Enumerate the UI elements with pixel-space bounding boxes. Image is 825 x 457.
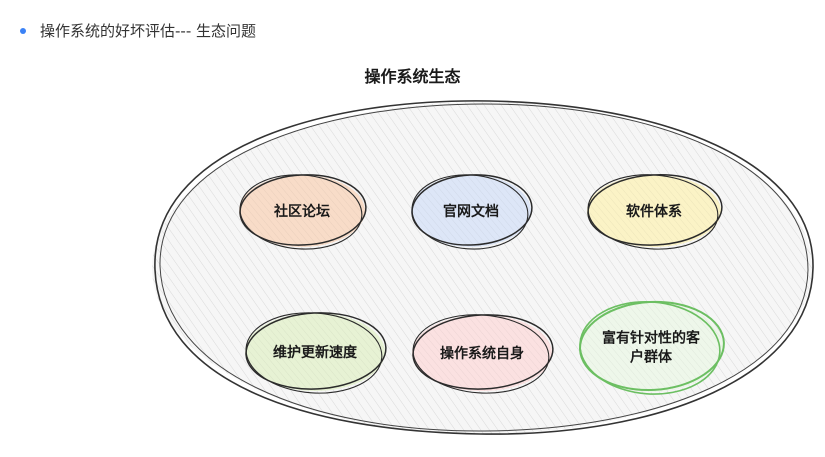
bullet-dot [20,27,26,34]
node-label-forum: 社区论坛 [273,203,330,220]
node-label-customers-1: 富有针对性的客 [602,330,701,347]
node-update: 维护更新速度 [245,312,387,394]
node-label-update: 维护更新速度 [273,344,358,361]
node-docs: 官网文档 [411,174,533,250]
node-software: 软件体系 [587,174,723,250]
node-label-self: 操作系统自身 [440,345,524,362]
node-forum: 社区论坛 [239,174,367,250]
bullet-item: 操作系统的好坏评估--- 生态问题 [20,20,256,41]
node-label-docs: 官网文档 [443,203,499,220]
node-self: 操作系统自身 [412,314,554,394]
node-label-software: 软件体系 [626,203,682,220]
diagram-title: 操作系统生态 [364,67,461,86]
bullet-text: 操作系统的好坏评估--- 生态问题 [40,22,257,40]
node-label-customers-2: 户群体 [630,349,673,366]
